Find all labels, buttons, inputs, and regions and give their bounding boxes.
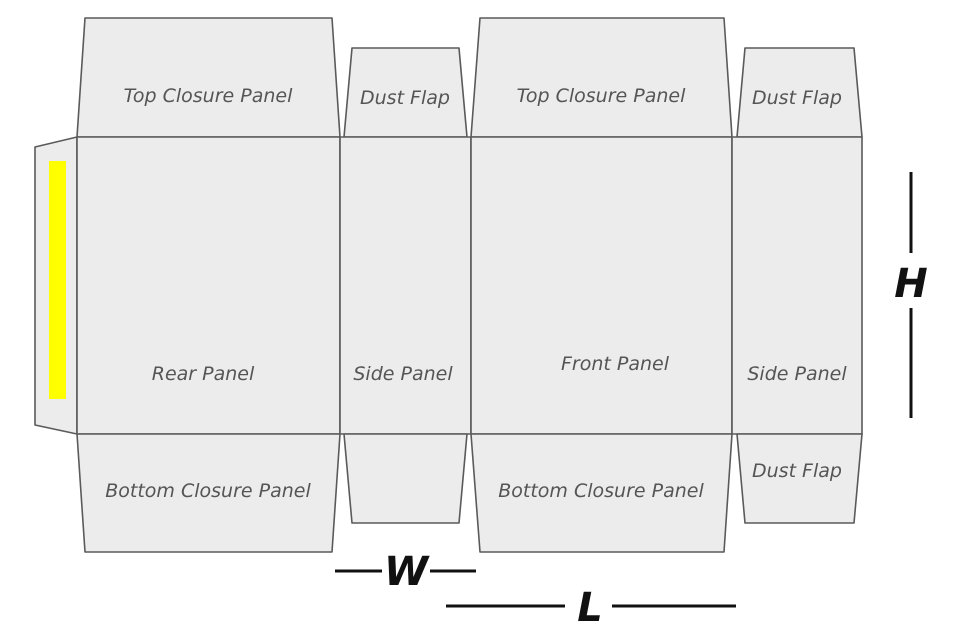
top-closure-panel-1-label: Top Closure Panel [124,85,293,107]
rear-panel [76,136,341,435]
top-closure-panel-1 [76,17,341,138]
dust-flap-2-label: Dust Flap [752,87,842,109]
bottom-closure-panel-1-label: Bottom Closure Panel [105,480,311,502]
dust-flap-3-label: Dust Flap [752,460,842,482]
top-closure-panel-2 [470,17,733,138]
bottom-closure-panel-2-label: Bottom Closure Panel [498,480,704,502]
side-panel-1 [339,136,472,435]
front-panel-label: Front Panel [561,353,670,375]
top-closure-panel-2-label: Top Closure Panel [517,85,686,107]
front-panel [470,136,733,435]
side-panel-1-label: Side Panel [353,363,453,385]
length-dimension-label: L [577,585,603,629]
dust-flap-3 [736,433,863,524]
bottom-closure-panel-1 [76,433,341,553]
bottom-closure-panel-2 [470,433,733,553]
width-dimension-label: W [384,549,430,595]
glue-strip [49,161,66,399]
side-panel-2-label: Side Panel [747,363,847,385]
dust-flap-1-label: Dust Flap [360,87,450,109]
side-panel-2 [731,136,863,435]
dust-flap-bottom-1 [343,433,468,524]
height-dimension-label: H [894,261,927,307]
rear-panel-label: Rear Panel [152,363,255,385]
